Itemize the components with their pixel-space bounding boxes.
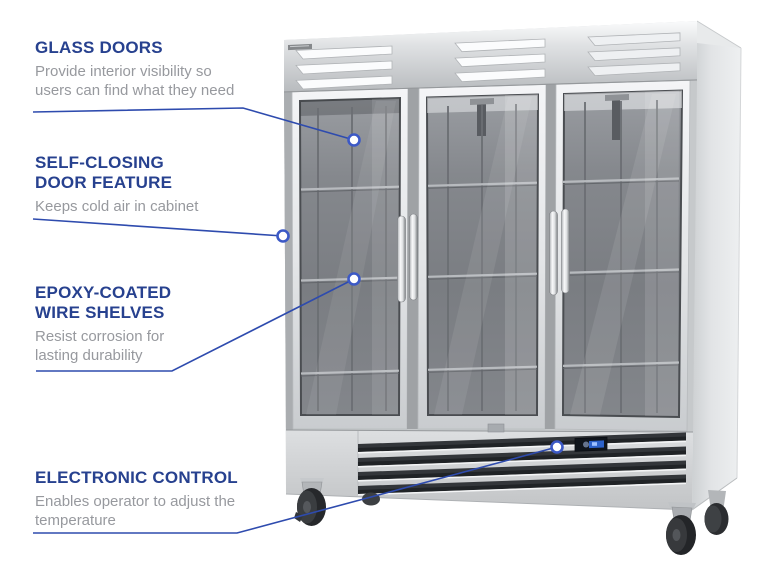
callout-electronic-control: ELECTRONIC CONTROL Enables operator to a…: [35, 468, 295, 530]
glass-door-middle: [417, 83, 547, 430]
wire-shelves: [427, 181, 538, 373]
callout-title-line: DOOR FEATURE: [35, 173, 173, 192]
door-handles: [397, 208, 570, 303]
callout-line-self-closing: [32, 218, 284, 237]
left-door-reveal: [284, 91, 293, 430]
shelf-standards: [584, 100, 658, 413]
shelf-standards: [317, 106, 387, 411]
callout-lines: [32, 107, 558, 534]
side-back-edge: [736, 47, 742, 479]
wire-shelves: [300, 185, 400, 377]
door-handle: [561, 208, 570, 294]
doors: [283, 79, 698, 432]
callout-dot-wire-shelves: [347, 272, 361, 286]
door-glass: [298, 96, 402, 416]
door-handle: [397, 215, 406, 303]
callout-dots: [276, 133, 564, 454]
callout-title-line: SELF-CLOSING: [35, 153, 164, 172]
door-handle: [409, 213, 418, 301]
callout-description: Resist corrosion for lasting durability: [35, 327, 235, 365]
wire-shelves: [562, 177, 680, 369]
grille-slats: [295, 32, 681, 90]
callout-title: ELECTRONIC CONTROL: [35, 468, 295, 488]
glass-door-left: [291, 87, 409, 430]
callout-epoxy-coated-wire-shelves: EPOXY-COATED WIRE SHELVES Resist corrosi…: [35, 283, 235, 365]
door-closer-bracket: [487, 423, 505, 433]
callout-description-line: Provide interior visibility so: [35, 63, 212, 80]
callout-line-wire-shelves: [36, 278, 355, 372]
callout-description-line: Enables operator to adjust the: [35, 493, 236, 510]
glass-door-right: [554, 79, 691, 432]
cabinet-side-panel: [692, 21, 741, 510]
evaporator-pipe: [612, 96, 620, 140]
callout-description: Enables operator to adjust the temperatu…: [35, 492, 295, 530]
callout-title: EPOXY-COATED WIRE SHELVES: [35, 283, 235, 323]
top-back-edge: [696, 20, 742, 49]
callout-description: Keeps cold air in cabinet: [35, 197, 235, 216]
callout-glass-doors: GLASS DOORS Provide interior visibility …: [35, 38, 285, 100]
cabinet-top-sliver: [688, 21, 741, 48]
electronic-control-display: [574, 436, 608, 452]
callout-self-closing-door-feature: SELF-CLOSING DOOR FEATURE Keeps cold air…: [35, 153, 235, 216]
callout-title: SELF-CLOSING DOOR FEATURE: [35, 153, 235, 193]
callout-description-line: lasting durability: [35, 347, 143, 364]
callout-description-line: Keeps cold air in cabinet: [35, 198, 199, 215]
bottom-louver-panel: [285, 423, 694, 511]
callout-dot-self-closing: [276, 229, 290, 243]
callout-title-line: WIRE SHELVES: [35, 303, 165, 322]
callout-line-glass-doors: [32, 107, 355, 141]
callout-title-line: ELECTRONIC CONTROL: [35, 468, 238, 487]
callout-title-line: EPOXY-COATED: [35, 283, 172, 302]
callout-title-line: GLASS DOORS: [35, 38, 163, 57]
callout-dot-glass-doors: [347, 133, 361, 147]
caster-front-right: [666, 502, 696, 555]
callout-description: Provide interior visibility so users can…: [35, 62, 285, 100]
callout-title: GLASS DOORS: [35, 38, 285, 58]
callout-line-electronic-control: [33, 446, 558, 534]
caster-rear-right: [704, 490, 729, 535]
door-glass: [561, 89, 684, 419]
callout-description-line: users can find what they need: [35, 82, 235, 99]
callout-dot-electronic-control: [550, 440, 564, 454]
callout-description-line: Resist corrosion for: [35, 328, 165, 345]
callout-description-line: temperature: [35, 512, 116, 529]
shelf-standards: [447, 104, 517, 411]
top-grille: [283, 21, 698, 95]
door-handle: [549, 210, 558, 296]
